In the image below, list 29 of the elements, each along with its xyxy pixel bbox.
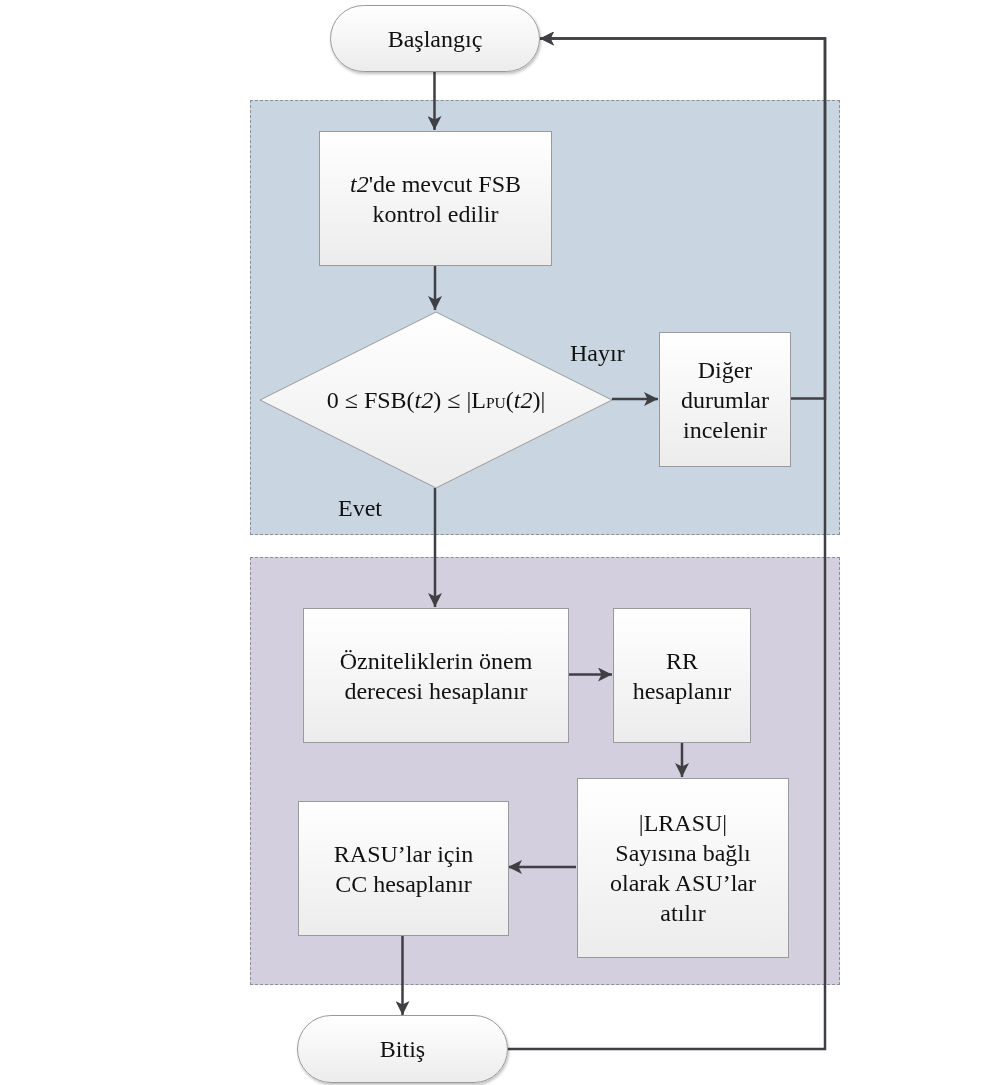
process-box — [577, 778, 789, 958]
terminal-pill — [297, 1015, 508, 1083]
edge-label: Hayır — [570, 340, 625, 367]
edge-label: Evet — [338, 495, 382, 522]
node-text: Başlangıç — [387, 24, 483, 54]
group-panel — [250, 100, 840, 535]
arrow — [675, 742, 689, 777]
arrow — [508, 31, 827, 1051]
node-text: Bitiş — [379, 1035, 426, 1064]
node-text: Diğer durumlar incelenir — [680, 355, 770, 445]
process-box — [298, 801, 509, 936]
process-box — [659, 332, 791, 467]
node-text: RR hesaplanır — [631, 646, 733, 706]
group-panel — [250, 557, 840, 985]
process-box — [319, 131, 552, 266]
node-text: t2'de mevcut FSB kontrol edilir — [349, 169, 522, 229]
node-text: Özniteliklerin önem derecesi hesaplanır — [338, 646, 534, 706]
arrow — [427, 72, 442, 130]
terminal-pill — [330, 5, 540, 72]
arrow — [428, 265, 442, 310]
arrow — [428, 488, 442, 607]
process-box — [613, 608, 751, 743]
arrow — [508, 860, 576, 874]
arrow — [612, 392, 658, 406]
arrow — [395, 935, 410, 1015]
process-box — [303, 608, 569, 743]
node-text: RASU’lar için CC hesaplanır — [332, 839, 475, 899]
node-text: |LRASU| Sayısına bağlı olarak ASU’lar atılır — [609, 809, 757, 928]
arrow — [568, 667, 612, 682]
